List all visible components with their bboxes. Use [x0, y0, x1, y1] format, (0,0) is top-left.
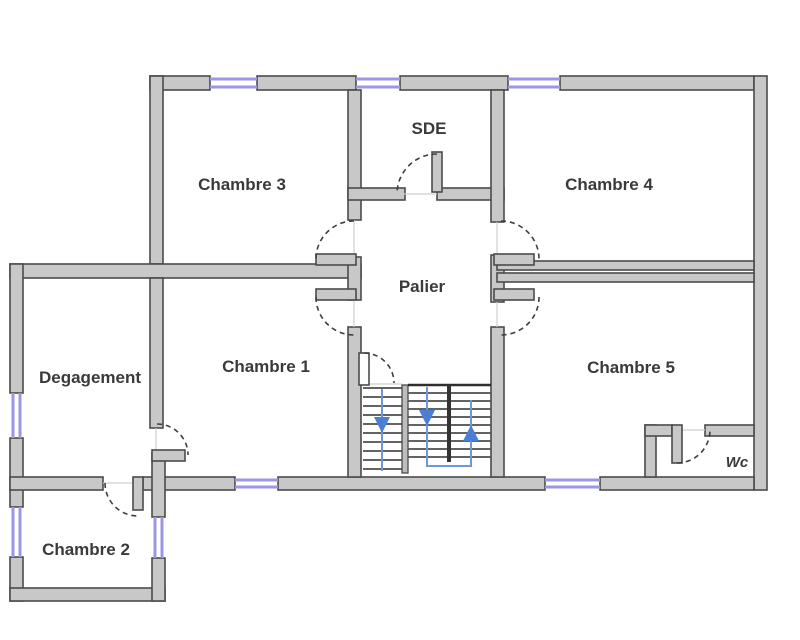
room-label-palier: Palier: [399, 277, 446, 296]
wall-bottom-2: [277, 476, 546, 491]
wall-annex-bottom: [9, 587, 166, 602]
door-leaf-degagement-chambre2: [132, 476, 144, 511]
window-chambre2-right: [153, 517, 164, 558]
door-leaf-wc: [671, 424, 683, 464]
door-leaves: [132, 151, 683, 511]
wall-left-main: [149, 75, 164, 265]
room-label-chambre-4: Chambre 4: [565, 175, 653, 194]
room-label-chambre-2: Chambre 2: [42, 540, 130, 559]
wall-right: [753, 75, 768, 491]
wall-bottom-3: [599, 476, 755, 491]
wall-chambre5-left: [490, 326, 505, 478]
room-labels: Chambre 3 SDE Chambre 4 Palier Chambre 1…: [39, 119, 749, 559]
wall-chambre2-right-1: [151, 452, 166, 518]
window-chambre1-bottom: [235, 478, 278, 489]
wall-annex-left-1: [9, 263, 24, 394]
door-leaf-stairs: [358, 352, 370, 386]
window-chambre3-top: [210, 77, 257, 89]
door-threshold-guides: [103, 193, 705, 484]
windows: [11, 77, 600, 558]
staircase: [363, 383, 491, 474]
wall-chambre1-right: [347, 326, 362, 478]
wall-annex-left-2: [9, 437, 24, 508]
stair-arrow-down-left-icon: [374, 417, 390, 433]
window-chambre4-top: [508, 77, 560, 89]
wall-degagement-chambre1: [149, 277, 164, 429]
stair-arrow-down-mid-icon: [419, 410, 435, 426]
wall-chambre4-bottom: [496, 260, 755, 271]
room-label-degagement: Degagement: [39, 368, 141, 387]
wall-chambre5-top: [496, 272, 755, 283]
wall-degagement-chambre2: [9, 476, 104, 491]
door-arc-chambre3: [315, 220, 355, 260]
room-label-wc: Wc: [726, 454, 749, 471]
room-label-chambre-5: Chambre 5: [587, 358, 675, 377]
room-label-sde: SDE: [412, 119, 447, 138]
window-chambre5-bottom: [545, 478, 600, 489]
door-leaf-sde: [431, 151, 443, 193]
door-swing-arcs: [104, 153, 711, 517]
door-leaf-chambre1: [315, 288, 357, 301]
door-leaf-degagement-chambre1: [151, 449, 186, 462]
window-chambre2-left: [11, 507, 22, 557]
room-label-chambre-1: Chambre 1: [222, 357, 310, 376]
wall-top-3: [399, 75, 509, 91]
stair-center-divider: [447, 385, 451, 462]
door-arc-wc: [676, 429, 711, 464]
door-arc-sde: [396, 153, 438, 195]
wall-annex-top: [9, 263, 362, 279]
door-arc-degagement-chambre2: [104, 482, 139, 517]
door-leaf-chambre3: [315, 253, 357, 266]
wall-wc-top-left: [644, 424, 673, 437]
stair-stringer-wall: [401, 384, 409, 474]
stair-arrow-up-icon: [463, 425, 479, 441]
stair-guide-u-turn: [426, 457, 472, 467]
door-leaf-chambre5: [493, 288, 535, 301]
wall-sde-chambre4: [490, 89, 505, 223]
room-label-chambre-3: Chambre 3: [198, 175, 286, 194]
window-degagement-left: [11, 393, 22, 438]
door-leaf-chambre4: [493, 253, 535, 266]
door-arc-chambre4: [500, 220, 540, 260]
window-sde-top: [356, 77, 400, 89]
wall-wc-top-right: [704, 424, 755, 437]
wall-chambre2-right-2: [151, 557, 166, 602]
door-arc-chambre1: [315, 296, 355, 336]
outer-walls: [9, 75, 768, 602]
wall-top-4: [559, 75, 755, 91]
door-arc-chambre5: [500, 296, 540, 336]
wall-top-2: [256, 75, 357, 91]
